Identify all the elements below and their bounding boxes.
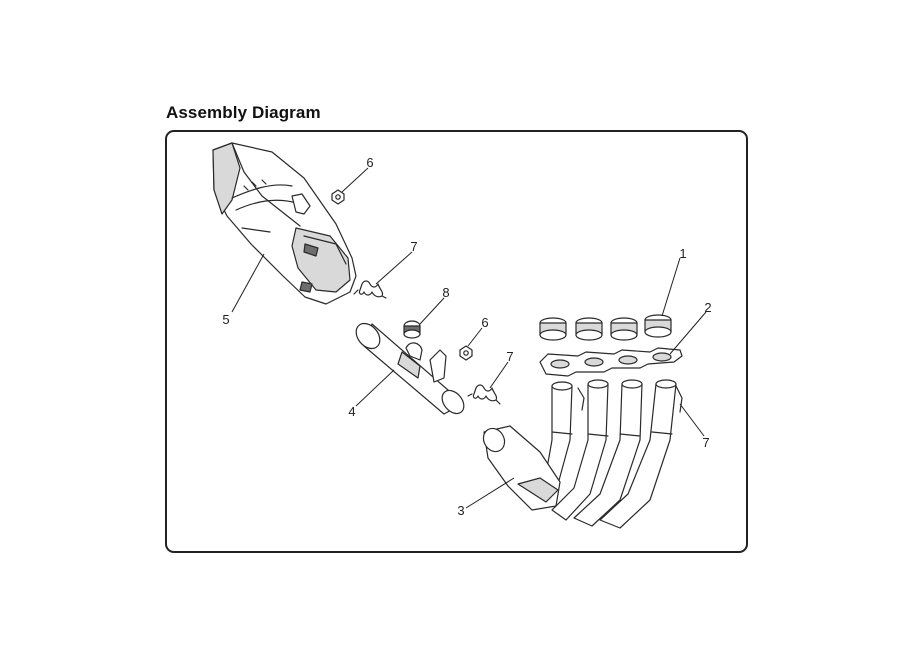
part-nut-top [331, 189, 345, 205]
callout-5: 5 [222, 312, 229, 327]
callout-8: 8 [442, 285, 449, 300]
diagram-frame [165, 130, 748, 553]
callout-7-top: 7 [410, 239, 417, 254]
callout-7-right: 7 [702, 435, 709, 450]
callout-6-middle: 6 [481, 315, 488, 330]
callout-3: 3 [457, 503, 464, 518]
part-nut-middle [459, 345, 473, 361]
part-flange [539, 347, 683, 377]
callout-6-top: 6 [366, 155, 373, 170]
part-mid-pipe [355, 322, 465, 415]
callout-7-middle: 7 [506, 349, 513, 364]
part-spring-middle [467, 384, 501, 405]
part-muffler [212, 142, 357, 305]
callout-2: 2 [704, 300, 711, 315]
part-spring-top [353, 280, 387, 299]
part-header-pipes [482, 379, 683, 529]
part-gaskets [539, 314, 672, 341]
part-grommet [403, 320, 421, 339]
leader-lines [231, 167, 707, 509]
callout-4: 4 [348, 404, 355, 419]
callout-1: 1 [679, 246, 686, 261]
page-title: Assembly Diagram [166, 103, 321, 122]
